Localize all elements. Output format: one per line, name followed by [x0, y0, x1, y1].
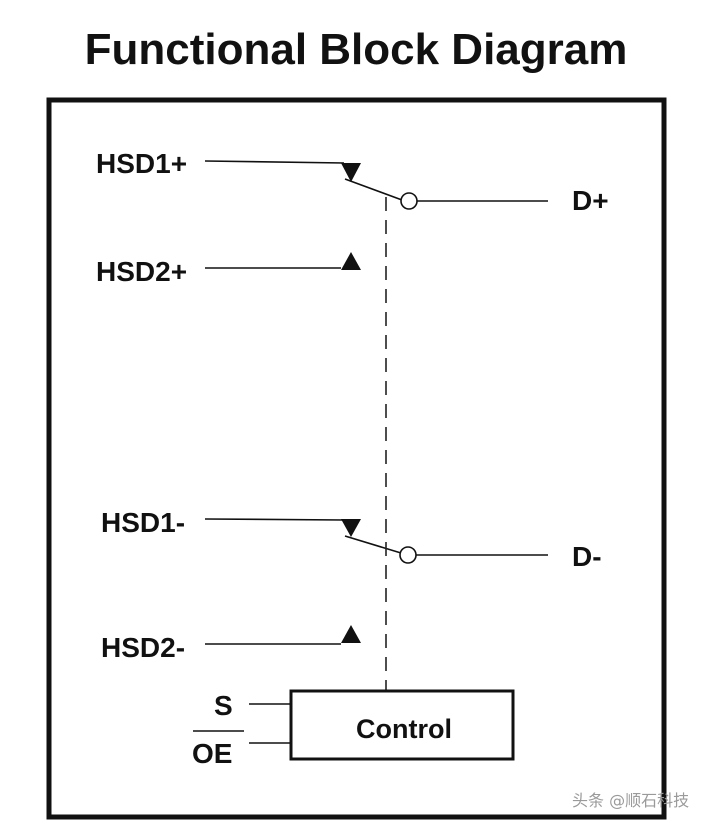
- contact-arrow-hsd2-neg: [341, 625, 361, 643]
- diagram-title: Functional Block Diagram: [85, 25, 628, 74]
- contact-arrow-hsd2-pos: [341, 252, 361, 270]
- watermark-text: 头条 @顺石科技: [572, 791, 689, 810]
- wire-hsd1-neg: [204, 518, 345, 521]
- pin-label-hsd1-pos: HSD1+: [96, 148, 187, 179]
- wire-hsd1-pos: [204, 160, 345, 164]
- switch-pivot-d-neg: [399, 546, 417, 564]
- pin-label-hsd2-neg: HSD2-: [101, 632, 185, 663]
- control-block: [289, 689, 515, 761]
- switch-arm-lower: [344, 535, 402, 554]
- switch-arm-upper: [344, 178, 403, 201]
- contact-arrow-hsd1-neg: [341, 519, 361, 537]
- control-block-label: Control: [356, 714, 452, 744]
- pin-label-s: S: [214, 690, 233, 721]
- pin-label-d-neg: D-: [572, 541, 602, 572]
- pin-label-oe: OE: [192, 738, 232, 769]
- chip-outline: [46, 97, 667, 820]
- contact-arrow-hsd1-pos: [341, 163, 361, 182]
- pin-label-hsd2-pos: HSD2+: [96, 256, 187, 287]
- pin-label-hsd1-neg: HSD1-: [101, 507, 185, 538]
- switch-pivot-d-pos: [400, 192, 418, 210]
- pin-label-d-pos: D+: [572, 185, 609, 216]
